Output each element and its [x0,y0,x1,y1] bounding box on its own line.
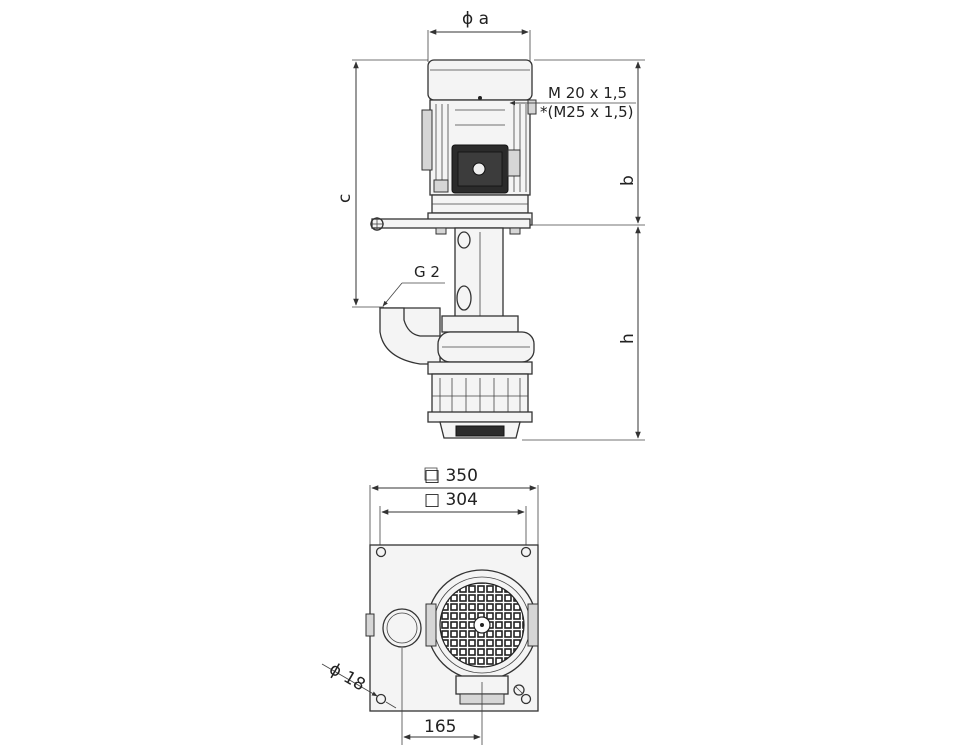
diameter-a-dimension: ϕ a [427,9,531,62]
dimension-c: c [335,59,428,308]
dimension-350: □ 350 [369,466,539,546]
mounting-hole [375,693,387,705]
inlet-elbow-pipe [379,307,441,365]
inlet-label: G 2 [414,263,440,281]
motor-top [425,569,539,705]
square-304-label: □ 304 [424,490,478,510]
thread-alt-label: *(M25 x 1,5) [540,103,634,121]
top-view: □ 350 □ 304 [321,466,539,745]
side-view: ϕ a [335,9,645,441]
motor-cap [427,59,533,101]
inlet-callout: G 2 [382,263,445,307]
dimension-304: □ 304 [379,490,527,548]
pump-housing [427,315,535,439]
dim-a-label: ϕ a [462,9,489,29]
thread-callout: M 20 x 1,5 *(M25 x 1,5) [509,84,636,121]
offset-165-label: 165 [424,717,456,737]
mounting-hole [520,546,532,558]
dim-b-label: b [618,175,638,186]
pump-column [454,227,504,321]
mounting-plate [370,217,531,235]
dimension-h: h [522,226,645,441]
dim-h-label: h [618,333,638,344]
mounting-hole [375,546,387,558]
mounting-hole [520,693,532,705]
square-350-label: □ 350 [424,466,478,486]
hole-diameter-label: ϕ 18 [326,659,369,695]
dimension-b: b [532,59,645,226]
inlet-opening [382,608,422,648]
thread-main-label: M 20 x 1,5 [548,84,627,102]
dim-c-label: c [335,194,355,203]
dimension-165: 165 [401,648,483,745]
motor-body [421,99,537,196]
brand-logo-icon [472,162,486,176]
